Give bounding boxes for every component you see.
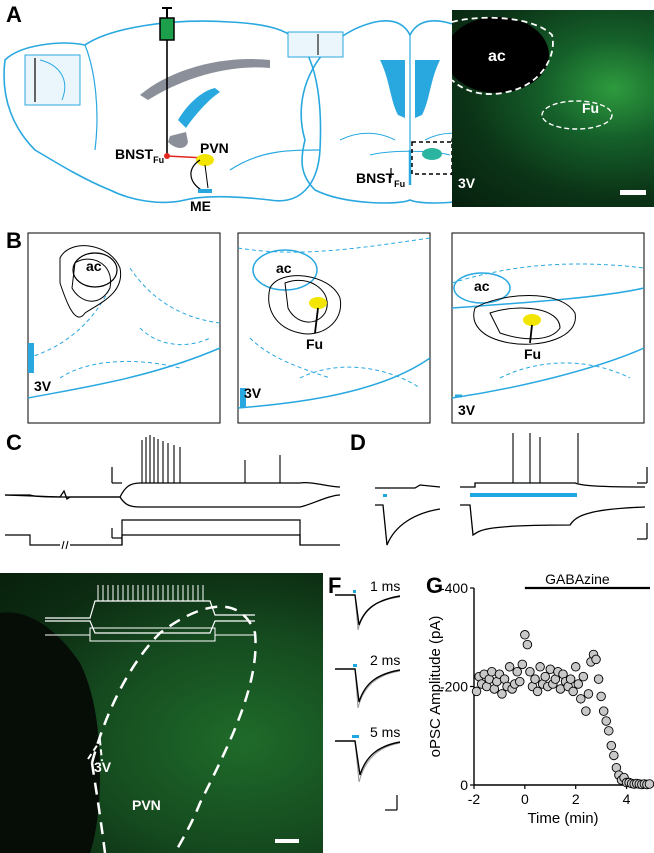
panel-letter-c: C (6, 430, 22, 455)
b2-3v-label: 3V (244, 385, 262, 401)
e-pvn-label: PVN (132, 797, 161, 813)
data-point (576, 694, 586, 704)
x-tick-label: 0 (521, 791, 529, 807)
data-point (598, 706, 609, 716)
panel-letter-d: D (350, 430, 366, 455)
data-point (512, 666, 522, 677)
b3-3v-label: 3V (458, 402, 476, 418)
y-tick-label: 0 (460, 777, 468, 793)
bnst-label-coronal: BNSTFu (356, 170, 406, 189)
data-point (540, 671, 550, 682)
fluorescence-image-e: 3V PVN (0, 573, 323, 853)
data-point (601, 716, 611, 726)
sagittal-inset (24, 54, 81, 106)
panel-c-traces (4, 435, 341, 550)
opsc-trace-2ms (335, 664, 401, 709)
me-label: ME (190, 198, 211, 214)
data-point (497, 689, 507, 699)
data-point (581, 706, 591, 716)
bnst-label-sagittal: BNSTFu (115, 146, 165, 165)
e-3v-label: 3V (94, 759, 112, 775)
data-point (522, 639, 533, 650)
pvn-blob (196, 154, 214, 166)
data-point (565, 674, 576, 684)
syringe-icon (159, 17, 175, 41)
panel-letter-f: F (328, 573, 342, 598)
data-point (570, 662, 581, 672)
data-point (578, 671, 589, 682)
y-tick-label: -200 (440, 679, 468, 695)
panel-letter-g: G (426, 573, 444, 598)
f-duration-2: 2 ms (370, 652, 401, 668)
data-point (525, 666, 535, 677)
b3-ac-label: ac (474, 278, 490, 294)
ac-label: ac (488, 48, 506, 65)
data-point (535, 662, 545, 672)
fluorescence-image-a: ac Fu 3V (452, 10, 654, 207)
y-axis-label: oPSC Amplitude (pA) (427, 616, 444, 758)
panel-letter-a: A (6, 2, 22, 27)
opsc-trace-5ms (335, 735, 401, 783)
data-point (604, 726, 614, 736)
data-point (596, 691, 606, 702)
b2-fu-label: Fu (306, 336, 324, 352)
b1-3v-label: 3V (34, 378, 52, 394)
data-point (573, 679, 584, 689)
data-point (609, 750, 619, 761)
b2-ac-label: ac (276, 260, 292, 276)
light-pulse-long (470, 493, 577, 497)
b3-fu-label: Fu (524, 346, 542, 362)
data-point (520, 630, 530, 640)
opsc-trace-1ms (335, 590, 401, 631)
y-tick-label: -400 (440, 580, 468, 596)
b1-ac-label: ac (86, 258, 102, 274)
data-point (471, 686, 482, 697)
data-point (515, 676, 525, 687)
pvn-label: PVN (200, 140, 229, 156)
x-tick-label: -2 (468, 791, 481, 807)
data-point (583, 689, 594, 699)
coronal-inset (287, 31, 344, 58)
f-duration-3: 5 ms (370, 724, 401, 740)
sagittal-brain-outline (3, 20, 322, 204)
micro-3v-label: 3V (458, 175, 476, 191)
data-point (504, 662, 515, 672)
x-tick-label: 2 (572, 791, 580, 807)
panel-a-schematics (3, 7, 506, 204)
data-point (644, 779, 654, 789)
atlas-section-1 (27, 232, 221, 424)
corpus-callosum (140, 59, 270, 100)
data-point (591, 654, 601, 665)
x-axis-label: Time (min) (527, 810, 598, 827)
panel-f-traces (335, 590, 401, 811)
data-point (530, 674, 540, 684)
gabazine-label: GABAzine (545, 571, 610, 587)
panel-d-traces (375, 433, 648, 546)
x-tick-label: 4 (623, 791, 631, 807)
data-point (606, 740, 617, 751)
fu-label: Fu (582, 100, 600, 116)
data-point (568, 686, 578, 697)
data-point (532, 686, 543, 697)
light-pulse-short (383, 494, 387, 497)
panel-letter-b: B (6, 228, 22, 253)
lateral-ventricle (178, 88, 220, 128)
data-point (517, 659, 528, 670)
atlas-section-3 (451, 232, 645, 424)
data-point (593, 674, 604, 684)
atlas-section-2 (237, 232, 431, 424)
f-duration-1: 1 ms (370, 578, 401, 594)
panel-b-atlas (27, 232, 645, 424)
